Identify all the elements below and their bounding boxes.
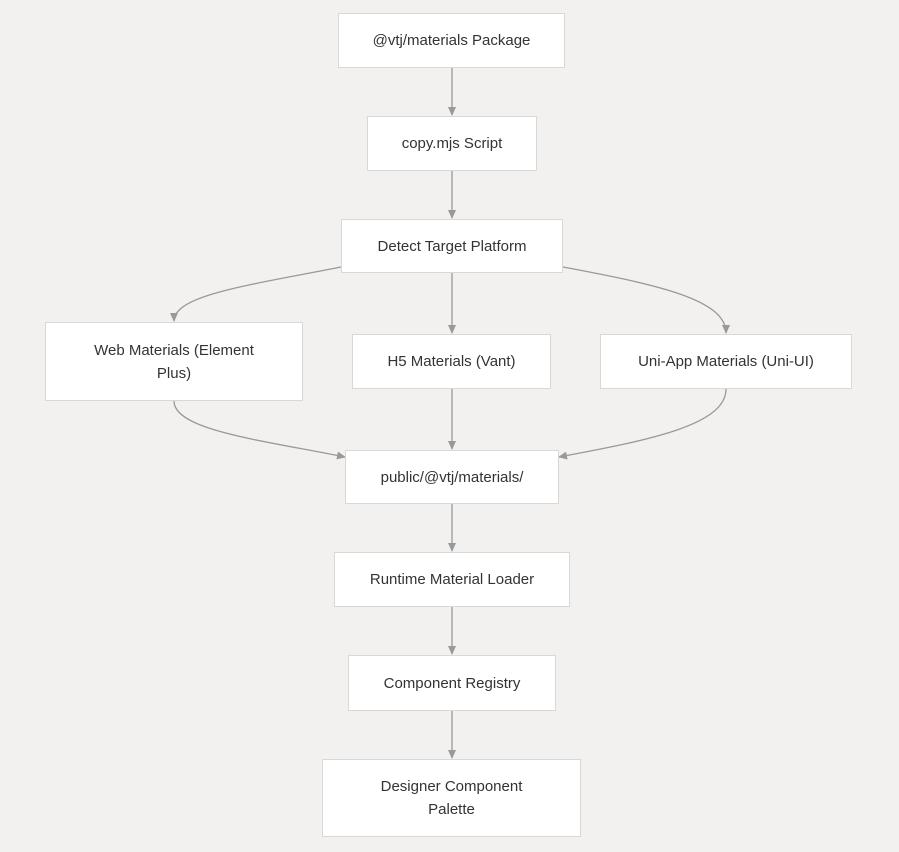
node-label: H5 Materials (Vant) — [387, 353, 516, 370]
node-label: public/@vtj/materials/ — [380, 468, 524, 486]
edge-uniapp-to-public — [558, 388, 727, 460]
node-copy-script: copy.mjs Script — [367, 116, 537, 171]
node-label: Uni-App Materials (Uni-UI) — [638, 353, 814, 370]
node-label: @vtj/materials Package — [372, 32, 531, 49]
node-label: Detect Target Platform — [377, 237, 527, 255]
node-materials-package: @vtj/materials Package — [338, 13, 565, 68]
node-label: Runtime Material Loader — [369, 571, 535, 588]
node-uniapp-materials: Uni-App Materials (Uni-UI) — [600, 334, 852, 389]
node-designer-component-palette: Designer Component Palette — [322, 759, 581, 837]
node-public-materials-folder: public/@vtj/materials/ — [345, 450, 559, 504]
node-label: copy.mjs Script — [401, 135, 503, 152]
node-label: Component Registry — [383, 674, 521, 692]
node-detect-target-platform: Detect Target Platform — [341, 219, 563, 273]
edge-web-to-public — [173, 400, 346, 460]
edge-detect-to-web — [170, 266, 342, 322]
node-h5-materials: H5 Materials (Vant) — [352, 334, 551, 389]
node-web-materials: Web Materials (Element Plus) — [45, 322, 303, 401]
edge-detect-to-uniapp — [562, 266, 730, 334]
node-runtime-material-loader: Runtime Material Loader — [334, 552, 570, 607]
node-label: Web Materials (Element Plus) — [94, 341, 254, 382]
node-label: Designer Component Palette — [380, 778, 523, 818]
node-component-registry: Component Registry — [348, 655, 556, 711]
